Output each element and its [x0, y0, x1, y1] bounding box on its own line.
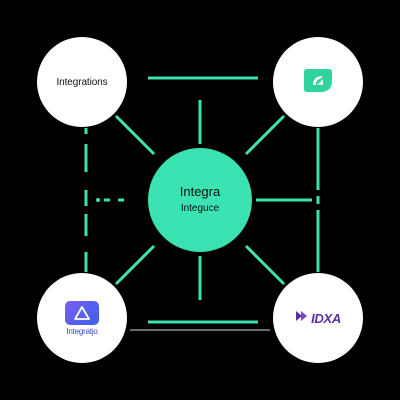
bottom-left-logo-text: Integratjo [66, 326, 98, 336]
spoke-left-dot-a [96, 198, 100, 202]
green-leaf-logo-icon [301, 65, 335, 100]
center-node-subtitle: Integuce [180, 203, 220, 214]
spoke-diag-bl [114, 244, 156, 286]
spoke-diag-tr [244, 114, 286, 156]
center-node-title: Integra [179, 184, 221, 199]
node-bottom-right[interactable]: IDXA [273, 273, 363, 363]
bottom-right-logo-text: IDXA [311, 310, 341, 326]
node-center[interactable]: Integra Integuce [148, 148, 252, 252]
node-integrations[interactable]: Integrations [37, 37, 127, 127]
node-top-right[interactable] [273, 37, 363, 127]
bottom-left-logo: Integratjo [65, 300, 99, 336]
spoke-diag-tl [114, 114, 156, 156]
triangle-badge-logo-icon [65, 300, 99, 325]
spoke-diag-br [244, 244, 286, 286]
purple-mark-logo-icon [295, 309, 309, 327]
bottom-right-logo: IDXA [295, 309, 341, 327]
node-bottom-left[interactable]: Integratjo [37, 273, 127, 363]
node-integrations-label: Integrations [56, 76, 108, 88]
